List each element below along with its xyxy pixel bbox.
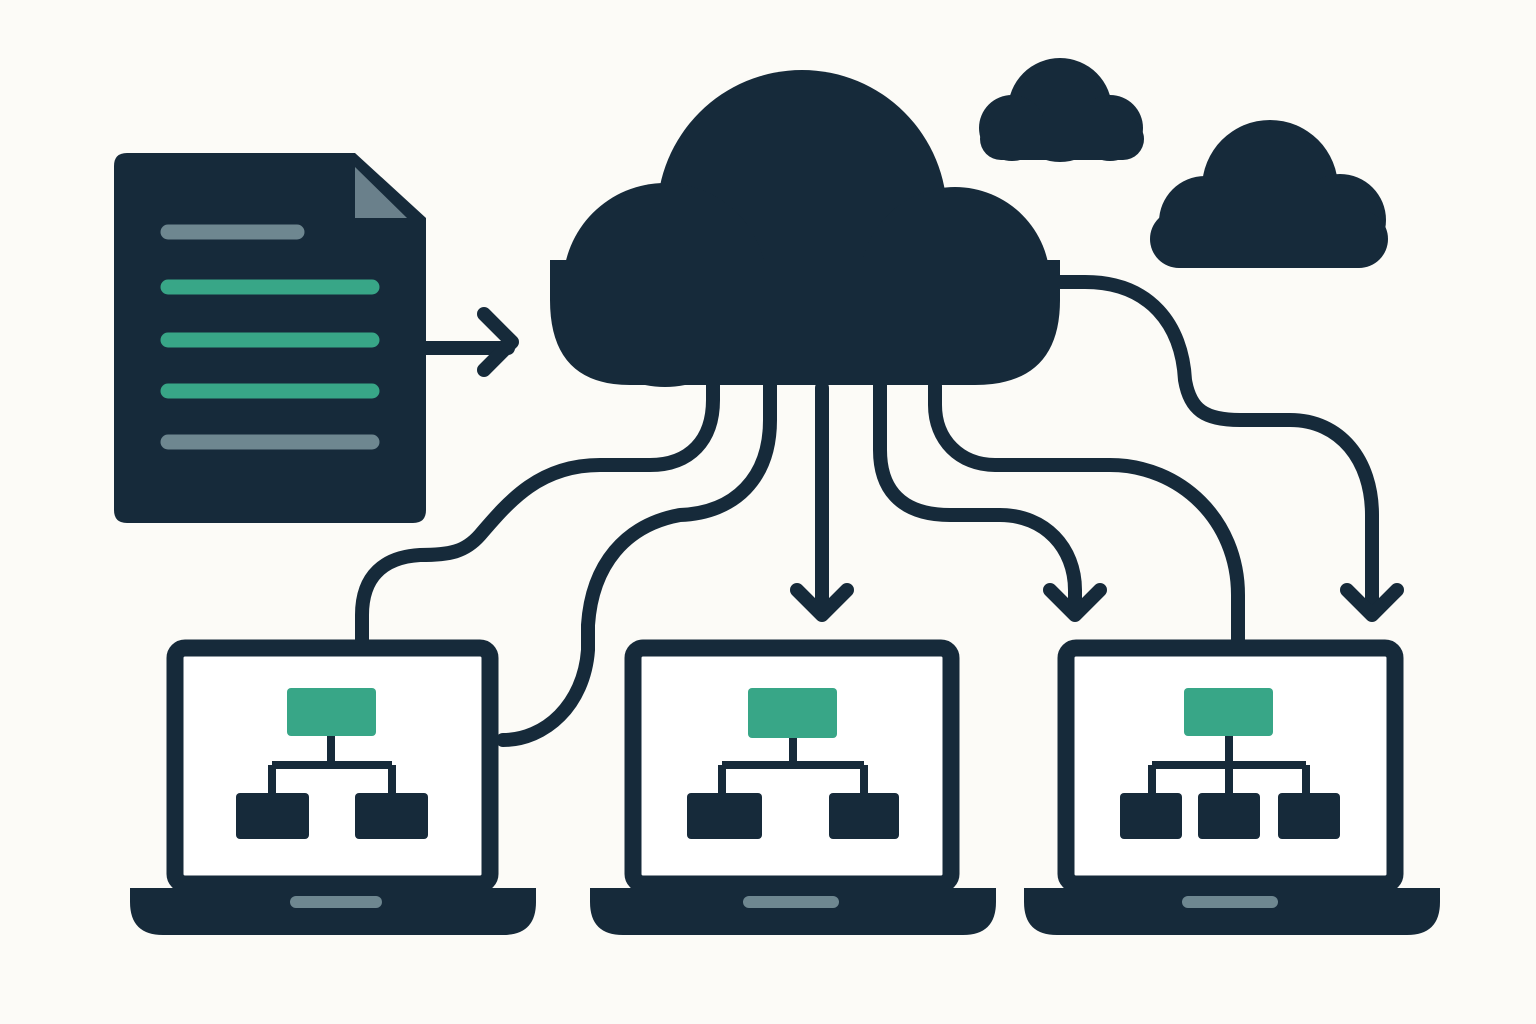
connector-cloud-to-laptop-1-side [496,377,777,747]
connector-cloud-to-laptop-3-long [1048,275,1379,619]
small-cloud-icon-1 [979,58,1144,162]
document-icon [114,153,426,523]
connector-cloud-to-laptop-1-top [355,377,720,655]
connectors [355,275,1404,747]
connector-cloud-to-laptop-3-top [928,379,1245,655]
document-lines [160,224,380,450]
hierarchy-tree-icon [1120,688,1340,839]
connector-cloud-to-laptop-3-arrow [873,377,1082,619]
tree-child-node [236,793,309,839]
arrowhead-cloud-to-laptop-2 [790,583,854,622]
document-fold [355,167,407,218]
tree-child-node [1198,793,1260,839]
laptop-base [130,888,536,935]
laptop-trackpad [1182,896,1278,908]
arrowhead-cloud-to-laptop-3-long [1340,583,1404,622]
tree-child-node [687,793,762,839]
laptop-base [590,888,996,935]
main-cloud-icon [550,70,1060,387]
arrowhead-cloud-to-laptop-3 [1043,583,1107,622]
tree-child-node [1278,793,1340,839]
tree-child-node [829,793,899,839]
tree-root-node [748,688,837,738]
tree-child-node [355,793,428,839]
laptop-base [1024,888,1440,935]
small-cloud-icon-2 [1150,120,1388,268]
laptop-icon-2 [590,639,996,935]
tree-root-node [287,688,376,736]
laptop-trackpad [290,896,382,908]
hierarchy-tree-icon [687,688,899,839]
tree-root-node [1184,688,1273,736]
hierarchy-tree-icon [236,688,428,839]
laptop-icon-3 [1024,639,1440,935]
tree-child-node [1120,793,1182,839]
laptop-icon-1 [130,639,536,935]
arrowhead-document-to-cloud [477,307,519,377]
laptop-trackpad [743,896,839,908]
